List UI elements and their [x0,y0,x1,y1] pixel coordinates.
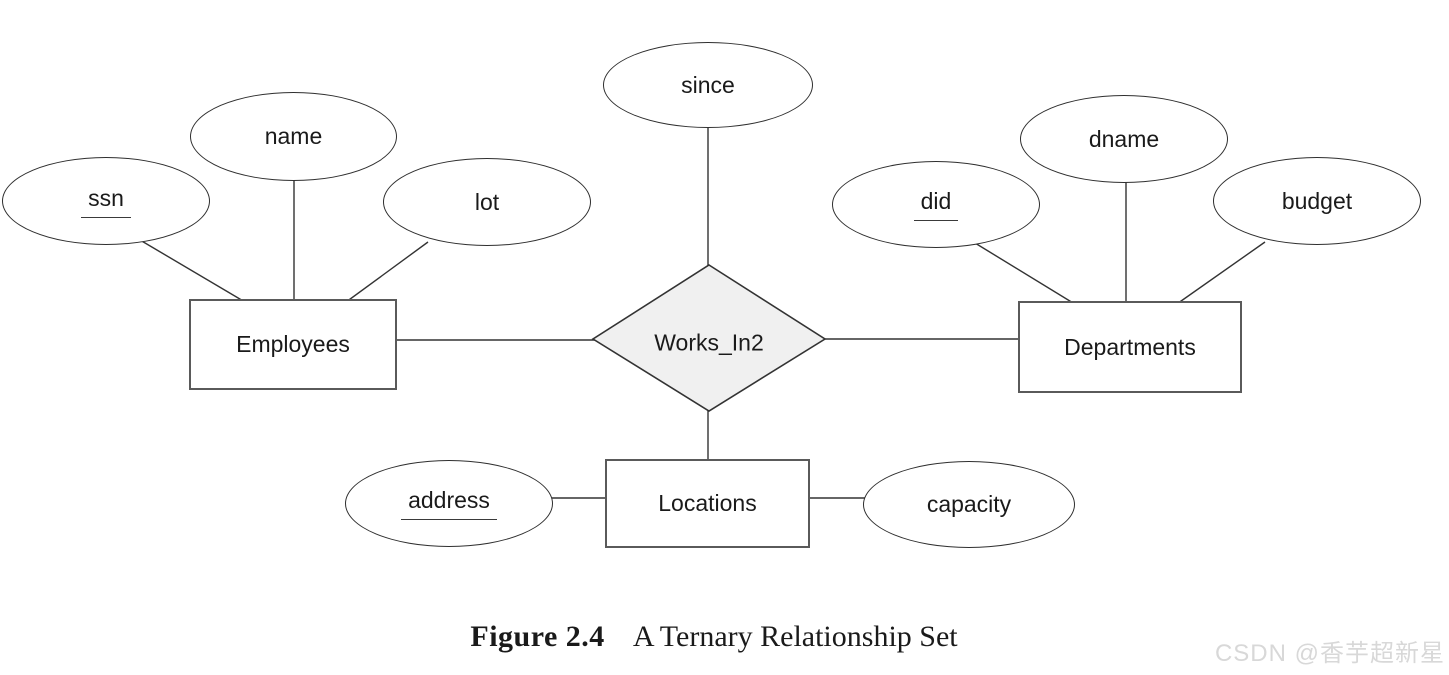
attribute-address-label: address [401,487,497,520]
entity-locations: Locations [605,459,810,548]
entity-departments-label: Departments [1064,333,1196,360]
attribute-ssn-label: ssn [81,185,131,218]
relationship-works-in2-label: Works_In2 [654,329,764,356]
connector-lot-employees [341,241,429,306]
connector-did-departments [974,242,1079,307]
entity-employees-label: Employees [236,331,350,357]
attribute-capacity-label: capacity [926,491,1012,517]
connector-ssn-employees [139,239,251,306]
attribute-name: name [190,92,397,181]
entity-departments: Departments [1018,301,1242,393]
attribute-lot: lot [383,158,591,246]
attribute-budget: budget [1213,157,1421,245]
attribute-budget-label: budget [1281,187,1353,214]
figure-caption-title: A Ternary Relationship Set [632,620,958,653]
attribute-address: address [345,460,553,547]
attribute-since-label: since [681,71,735,98]
figure-caption-number: Figure 2.4 [470,620,605,653]
attribute-lot-label: lot [474,188,500,215]
connector-budget-departments [1173,241,1266,307]
attribute-did: did [832,161,1040,248]
attribute-capacity: capacity [863,461,1075,548]
relationship-diamond [591,264,827,412]
attribute-name-label: name [264,123,323,149]
figure-caption: Figure 2.4 A Ternary Relationship Set [470,620,957,654]
attribute-dname-label: dname [1088,125,1160,152]
attribute-dname: dname [1020,95,1228,183]
attribute-ssn: ssn [2,157,210,245]
entity-employees: Employees [189,299,397,390]
attribute-since: since [603,42,813,128]
entity-locations-label: Locations [658,490,757,516]
csdn-watermark: CSDN @香芋超新星 [1214,640,1445,667]
attribute-did-label: did [913,188,959,221]
